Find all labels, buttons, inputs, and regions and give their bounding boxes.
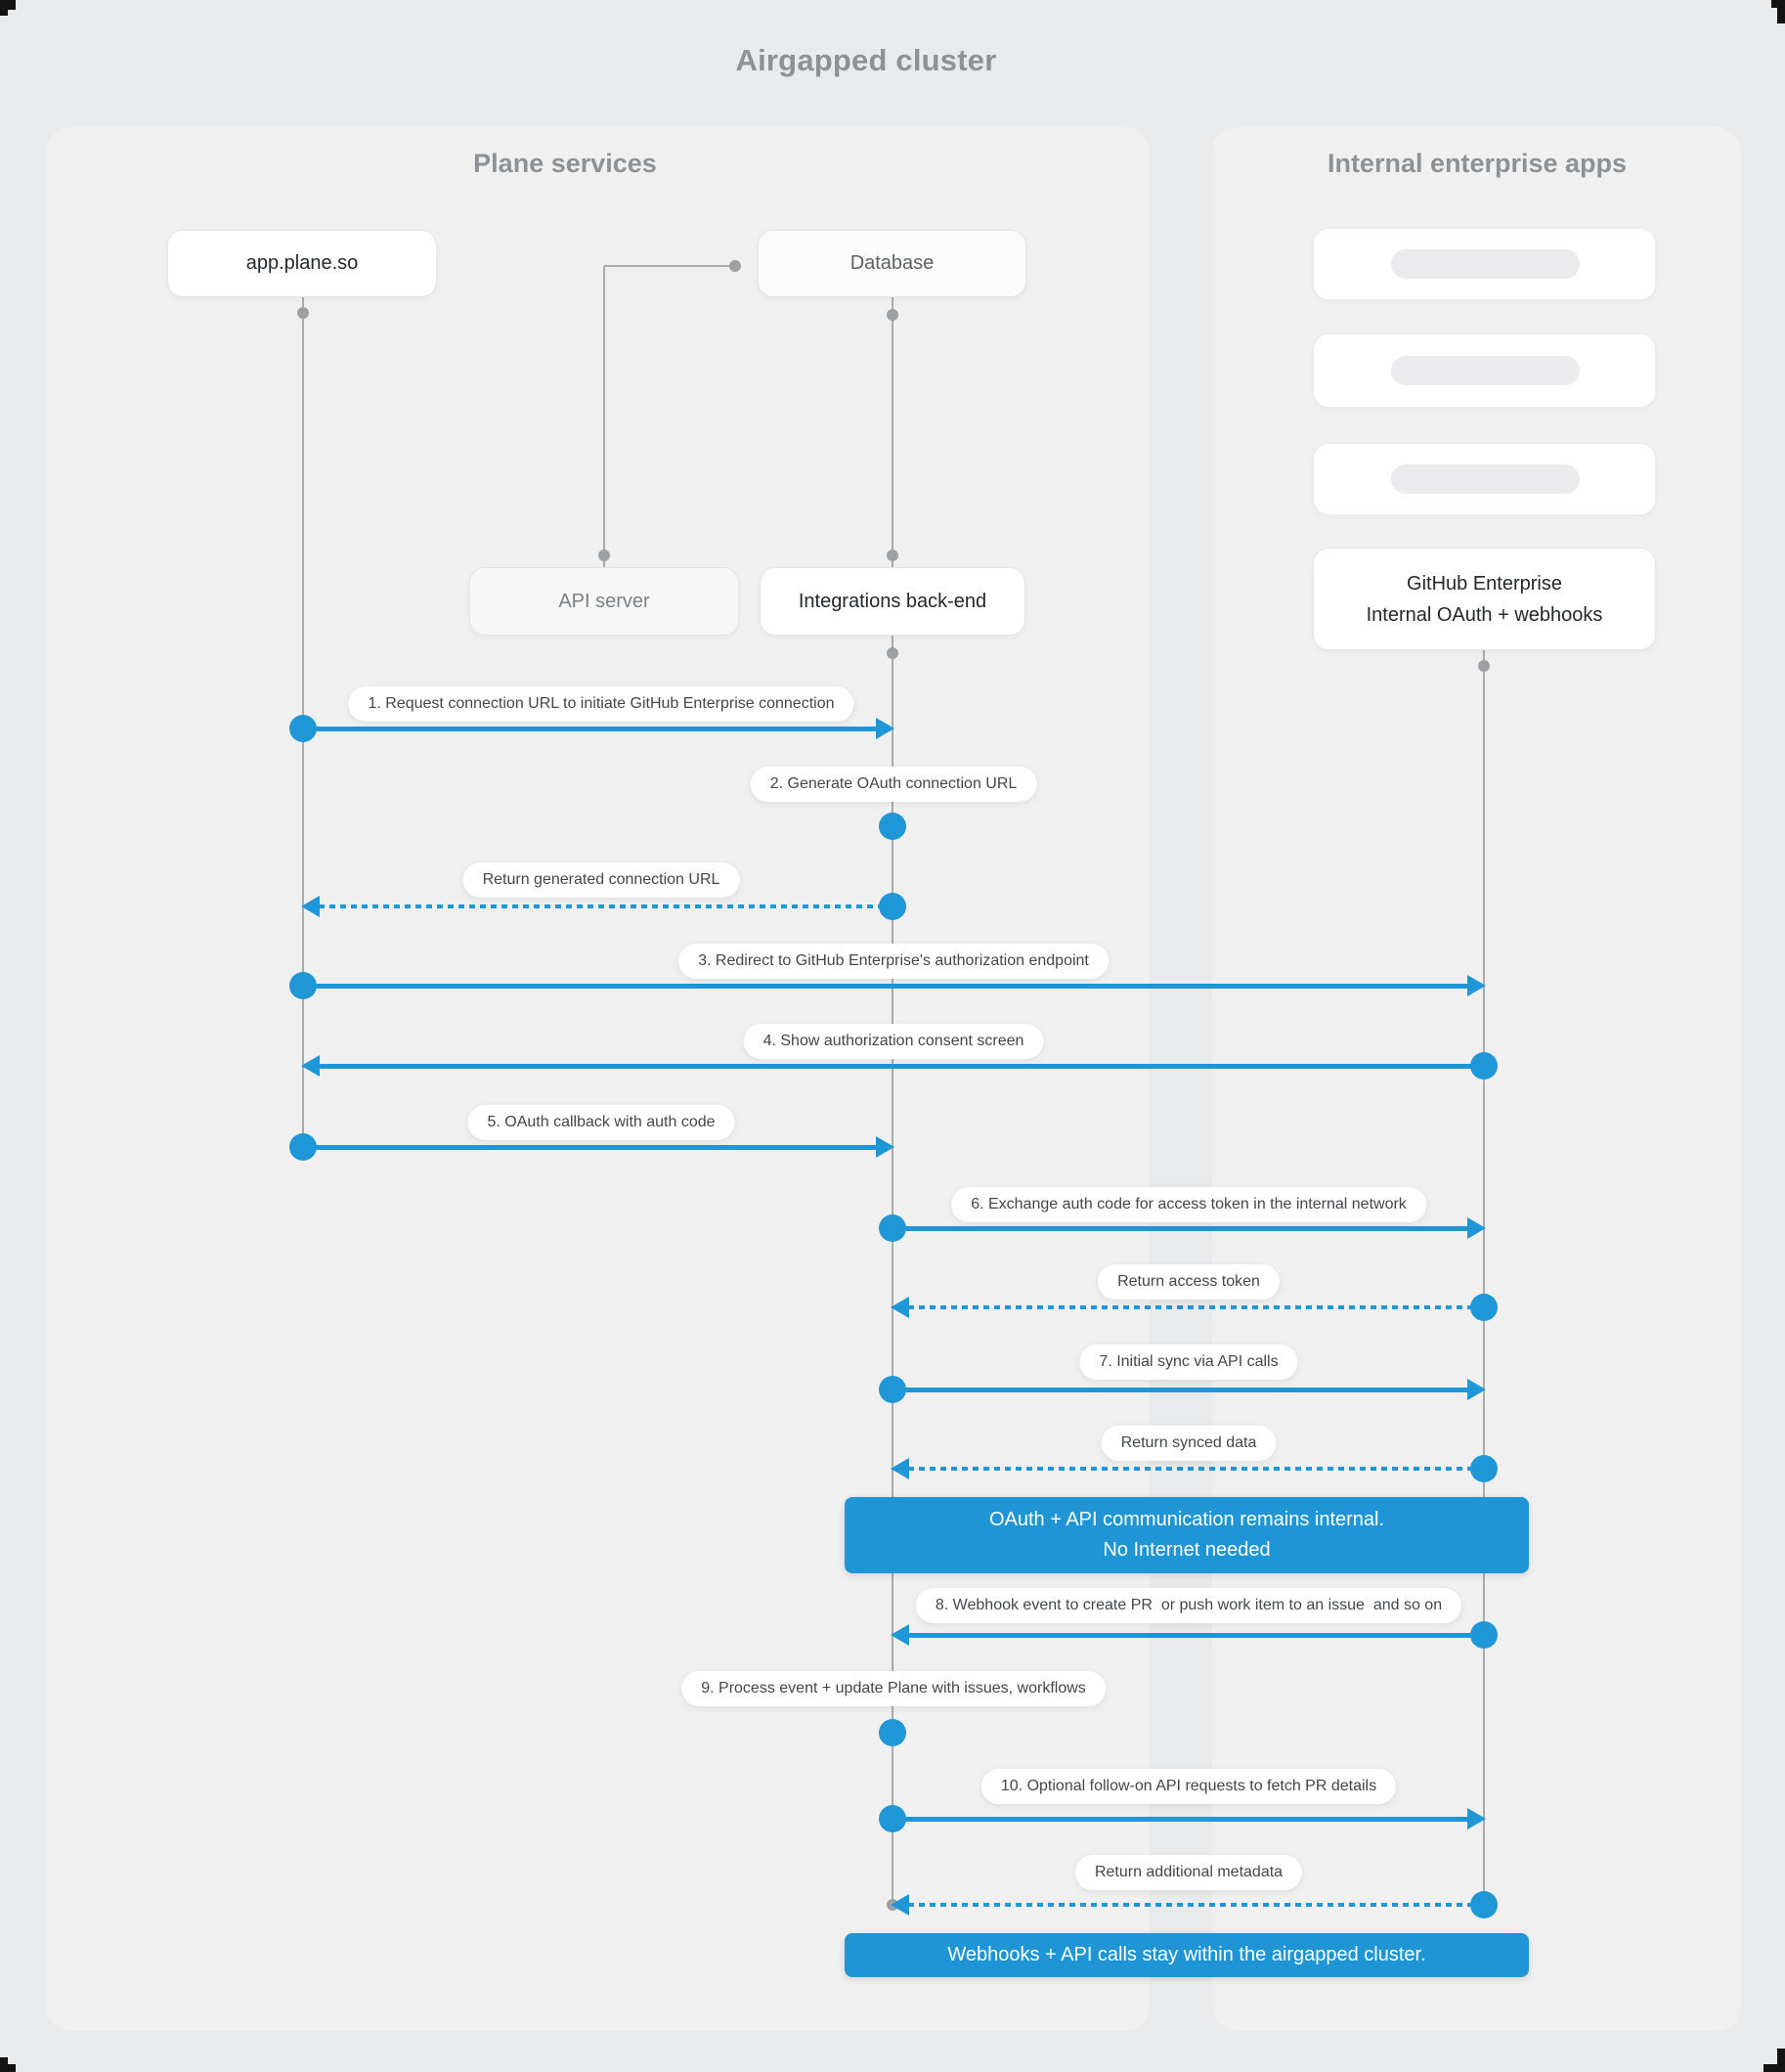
actor-integrations-backend: Integrations back-end: [760, 567, 1025, 636]
api-server-database-connector: [604, 265, 735, 267]
plane-services-panel: [46, 127, 1150, 2031]
internal-communication-banner: OAuth + API communication remains intern…: [845, 1497, 1529, 1573]
actor-database: Database: [758, 230, 1026, 297]
skeleton-bar: [1391, 356, 1580, 385]
github-lifeline: [1483, 650, 1485, 1905]
corner-notch-top-left: [0, 0, 16, 10]
return-synced-data-label: Return synced data: [1101, 1426, 1277, 1461]
integrations-lifeline: [892, 636, 893, 1905]
connector-dot: [887, 647, 898, 659]
actor-label: Integrations back-end: [798, 590, 987, 612]
corner-notch-bottom-right: [1777, 2049, 1785, 2072]
arrowhead-icon: [1467, 1808, 1486, 1830]
actor-app-plane-so: app.plane.so: [167, 230, 437, 297]
return-access-token-label: Return access token: [1098, 1264, 1280, 1300]
database-integrations-connector: [892, 297, 893, 567]
arrowhead-icon: [1467, 1379, 1486, 1400]
airgapped-cluster-banner: Webhooks + API calls stay within the air…: [845, 1933, 1529, 1977]
actor-label: API server: [558, 590, 650, 612]
skeleton-app-card: [1313, 333, 1656, 408]
message-2-label: 2. Generate OAuth connection URL: [750, 767, 1037, 802]
corner-notch-bottom-left: [0, 2064, 16, 2072]
message-10-label: 10. Optional follow-on API requests to f…: [980, 1769, 1397, 1804]
self-message-dot-generate-url: [879, 813, 906, 840]
message-3-label: 3. Redirect to GitHub Enterprise's autho…: [678, 944, 1109, 979]
connector-dot: [887, 550, 898, 561]
banner-line: No Internet needed: [1103, 1539, 1271, 1561]
connector-dot: [598, 550, 610, 561]
skeleton-bar: [1391, 249, 1580, 279]
message-7-label: 7. Initial sync via API calls: [1079, 1345, 1298, 1380]
api-server-connector-vertical: [603, 266, 605, 567]
arrowhead-icon: [891, 1297, 909, 1318]
arrowhead-icon: [1467, 975, 1486, 996]
message-5-label: 5. OAuth callback with auth code: [467, 1105, 735, 1140]
connector-dot: [729, 260, 741, 272]
skeleton-bar: [1391, 464, 1580, 494]
arrowhead-icon: [1467, 1217, 1486, 1239]
actor-api-server: API server: [469, 567, 739, 636]
return-additional-metadata-label: Return additional metadata: [1074, 1855, 1303, 1890]
actor-label: app.plane.so: [245, 252, 359, 274]
skeleton-app-card: [1313, 443, 1656, 515]
connector-dot: [297, 307, 309, 319]
corner-notch-top-left: [0, 0, 8, 16]
plane-services-title: Plane services: [473, 149, 657, 178]
arrowhead-icon: [301, 896, 320, 917]
banner-line: Webhooks + API calls stay within the air…: [947, 1944, 1426, 1965]
arrowhead-icon: [876, 1136, 894, 1158]
message-9-label: 9. Process event + update Plane with iss…: [681, 1671, 1106, 1706]
arrowhead-icon: [891, 1458, 909, 1479]
actor-label: Database: [849, 252, 935, 274]
return-generated-url-label: Return generated connection URL: [462, 862, 740, 898]
arrowhead-icon: [891, 1624, 909, 1646]
connector-dot: [887, 309, 898, 321]
actor-label-line1: GitHub Enterprise: [1407, 572, 1562, 595]
actor-github-enterprise: GitHub Enterprise Internal OAuth + webho…: [1313, 548, 1656, 650]
message-1-label: 1. Request connection URL to initiate Gi…: [348, 686, 854, 722]
skeleton-app-card: [1313, 228, 1656, 300]
page-title: Airgapped cluster: [735, 43, 997, 77]
message-6-label: 6. Exchange auth code for access token i…: [951, 1187, 1426, 1222]
arrowhead-icon: [301, 1055, 320, 1077]
self-message-dot-process-event: [879, 1719, 906, 1746]
message-4-label: 4. Show authorization consent screen: [743, 1024, 1044, 1059]
arrowhead-icon: [876, 718, 894, 739]
actor-label-line2: Internal OAuth + webhooks: [1366, 603, 1603, 626]
internal-apps-panel: [1212, 127, 1741, 2031]
banner-line: OAuth + API communication remains intern…: [988, 1509, 1385, 1530]
corner-notch-top-right: [1777, 0, 1785, 23]
arrowhead-icon: [891, 1894, 909, 1916]
connector-dot: [1478, 660, 1490, 672]
internal-apps-title: Internal enterprise apps: [1327, 149, 1628, 178]
message-8-label: 8. Webhook event to create PR or push wo…: [915, 1588, 1462, 1623]
corner-notch-bottom-right: [1763, 2064, 1785, 2072]
